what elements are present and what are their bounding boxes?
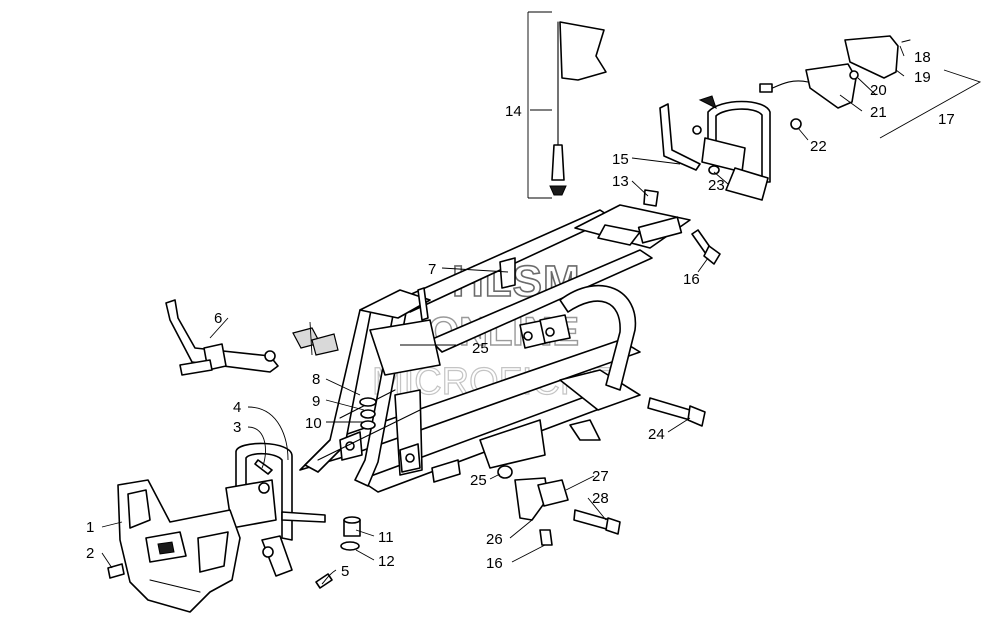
callout-18: 18 bbox=[914, 49, 931, 66]
rear-hardware bbox=[497, 397, 706, 546]
front-guard-bracket bbox=[225, 442, 326, 577]
callout-25-lower: 25 bbox=[470, 472, 487, 489]
callout-labels: 1 2 3 4 5 6 7 8 9 10 11 12 13 14 15 16 1… bbox=[86, 49, 955, 580]
callout-5: 5 bbox=[341, 563, 349, 580]
callout-24: 24 bbox=[648, 426, 665, 443]
callout-20: 20 bbox=[870, 82, 887, 99]
callout-16-lower: 16 bbox=[486, 555, 503, 572]
rear-rack-bracket bbox=[659, 95, 771, 201]
callout-8: 8 bbox=[312, 371, 320, 388]
callout-9: 9 bbox=[312, 393, 320, 410]
callout-23: 23 bbox=[708, 177, 725, 194]
callout-11: 11 bbox=[378, 529, 394, 546]
callout-14: 14 bbox=[505, 103, 522, 120]
callout-13: 13 bbox=[612, 173, 629, 190]
callout-12: 12 bbox=[378, 553, 395, 570]
front-bumper bbox=[117, 479, 241, 613]
callout-22: 22 bbox=[810, 138, 827, 155]
callout-1: 1 bbox=[86, 519, 94, 536]
callout-16-upper: 16 bbox=[683, 271, 700, 288]
callout-25-upper: 25 bbox=[472, 340, 489, 357]
callout-21: 21 bbox=[870, 104, 887, 121]
callout-27: 27 bbox=[592, 468, 609, 485]
callout-26: 26 bbox=[486, 531, 503, 548]
callout-17: 17 bbox=[938, 111, 955, 128]
callout-6: 6 bbox=[214, 310, 222, 327]
flag-assembly bbox=[527, 11, 607, 199]
callout-4: 4 bbox=[233, 399, 241, 416]
callout-7: 7 bbox=[428, 261, 436, 278]
leader-lines bbox=[101, 45, 905, 585]
main-frame bbox=[299, 204, 691, 493]
callout-10: 10 bbox=[305, 415, 322, 432]
callout-3: 3 bbox=[233, 419, 241, 436]
hinge-bracket bbox=[292, 321, 339, 356]
callout-28: 28 bbox=[592, 490, 609, 507]
front-bracket bbox=[165, 299, 279, 376]
callout-2: 2 bbox=[86, 545, 94, 562]
callout-15: 15 bbox=[612, 151, 629, 168]
callout-19: 19 bbox=[914, 69, 931, 86]
bushing-stack bbox=[340, 397, 377, 551]
